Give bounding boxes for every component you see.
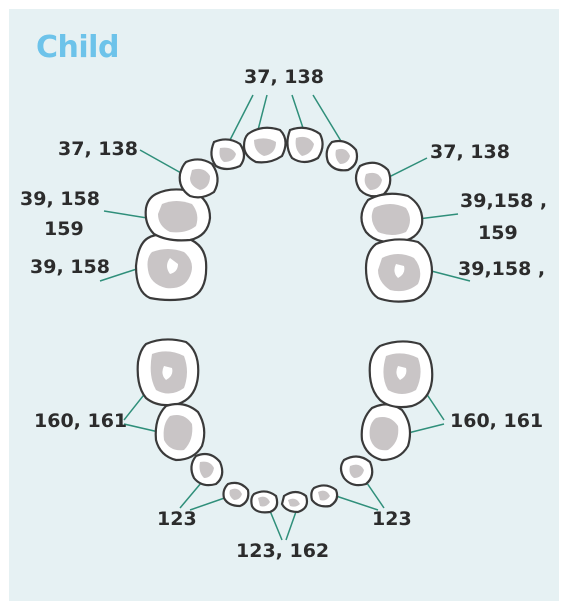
tooth-lower-right-central-incisor xyxy=(282,492,307,512)
tooth-upper-right-central-incisor xyxy=(287,128,322,162)
label-upper-incisors: 37, 138 xyxy=(244,66,324,88)
tooth-lower-left-canine xyxy=(191,454,222,485)
label-lower-left-molars: 160, 161 xyxy=(34,410,127,432)
label-lower-right-front: 123 xyxy=(372,508,412,530)
tooth-upper-left-second-molar xyxy=(136,234,206,300)
tooth-lower-left-second-molar xyxy=(138,339,199,405)
tooth-upper-right-canine xyxy=(356,163,390,196)
label-lower-left-front: 123 xyxy=(157,508,197,530)
tooth-upper-right-first-molar xyxy=(361,194,422,243)
label-upper-right-canine: 37, 138 xyxy=(430,141,510,163)
tooth-lower-right-lateral-incisor xyxy=(311,485,337,506)
label-upper-left-canine: 37, 138 xyxy=(58,138,138,160)
tooth-upper-right-second-molar xyxy=(366,239,432,301)
label-upper-right-second-molar: 39,158 , xyxy=(458,258,545,280)
tooth-lower-right-canine xyxy=(341,456,372,485)
tooth-lower-right-first-molar xyxy=(362,404,410,460)
label-upper-left-second-molar: 39, 158 xyxy=(30,256,110,278)
label-upper-right-first-molar-2: 159 xyxy=(478,222,518,244)
lower-arch xyxy=(138,339,433,512)
label-upper-left-first-molar: 39, 158 xyxy=(20,188,100,210)
tooth-lower-left-lateral-incisor xyxy=(224,483,249,506)
upper-arch xyxy=(136,128,432,302)
label-lower-right-molars: 160, 161 xyxy=(450,410,543,432)
tooth-upper-left-central-incisor xyxy=(244,128,286,163)
tooth-lower-right-second-molar xyxy=(370,341,433,407)
tooth-lower-left-central-incisor xyxy=(251,491,277,512)
tooth-upper-left-canine xyxy=(180,159,218,197)
label-upper-right-first-molar: 39,158 , xyxy=(460,190,547,212)
tooth-upper-left-lateral-incisor xyxy=(211,139,244,169)
label-upper-left-first-molar-2: 159 xyxy=(44,218,84,240)
tooth-upper-right-lateral-incisor xyxy=(327,141,357,170)
label-lower-incisors: 123, 162 xyxy=(236,540,329,562)
tooth-lower-left-first-molar xyxy=(156,404,205,460)
